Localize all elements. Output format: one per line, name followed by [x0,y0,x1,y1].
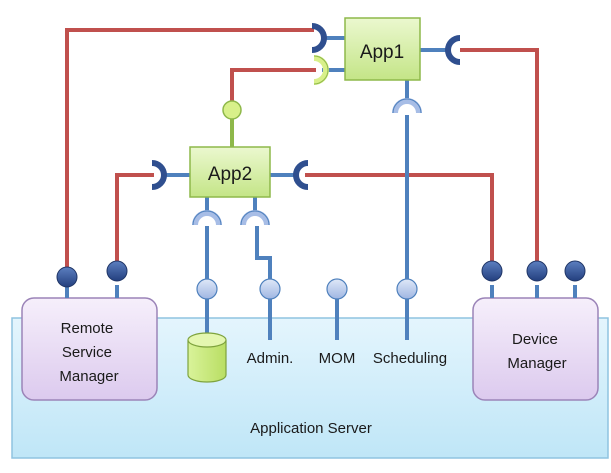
port-admin [259,278,281,300]
socket-app2-left [151,160,167,190]
app2-box[interactable] [189,146,271,198]
app1-label: App1 [360,42,404,63]
port-remote-2 [106,260,128,282]
socket-app2-right [293,160,309,190]
device-manager-label: Device Manager [507,331,566,372]
wire-remote-to-app1 [65,28,314,278]
scheduling-label: Scheduling [373,350,447,367]
remote-service-manager-box[interactable] [21,297,158,401]
port-device-1 [481,260,503,282]
wire-device-to-app2 [305,173,494,278]
remote-label-line1: Remote [61,320,114,337]
device-manager-box[interactable] [472,297,599,401]
device-label-line1: Device [512,331,558,348]
application-server-label: Application Server [250,420,372,437]
app2-label: App2 [208,164,252,185]
device-label-line2: Manager [507,355,566,372]
wire-admin-to-app2 [255,226,272,280]
socket-app2-bottom-left [192,210,222,226]
interface-ball-app2 [222,100,242,120]
port-device-3 [564,260,586,282]
port-device-2 [526,260,548,282]
remote-label-line3: Manager [59,368,118,385]
wire-app1-to-app2-iface [230,68,316,110]
socket-app2-bottom-right [240,210,270,226]
mom-label: MOM [319,350,356,367]
remote-service-manager-label: Remote Service Manager [59,320,118,385]
socket-app1-left-top [311,23,327,53]
remote-label-line2: Service [62,344,112,361]
admin-label: Admin. [247,350,294,367]
wire-device-to-app1 [460,48,539,278]
database-icon [187,332,227,383]
port-remote-1 [56,266,78,288]
port-scheduling [396,278,418,300]
port-database [196,278,218,300]
socket-app1-right [445,35,461,65]
app1-box[interactable] [344,17,421,81]
port-mom [326,278,348,300]
socket-app1-left-bottom [313,55,329,85]
wire-remote-to-app2 [115,173,154,278]
socket-app1-bottom [392,98,422,114]
